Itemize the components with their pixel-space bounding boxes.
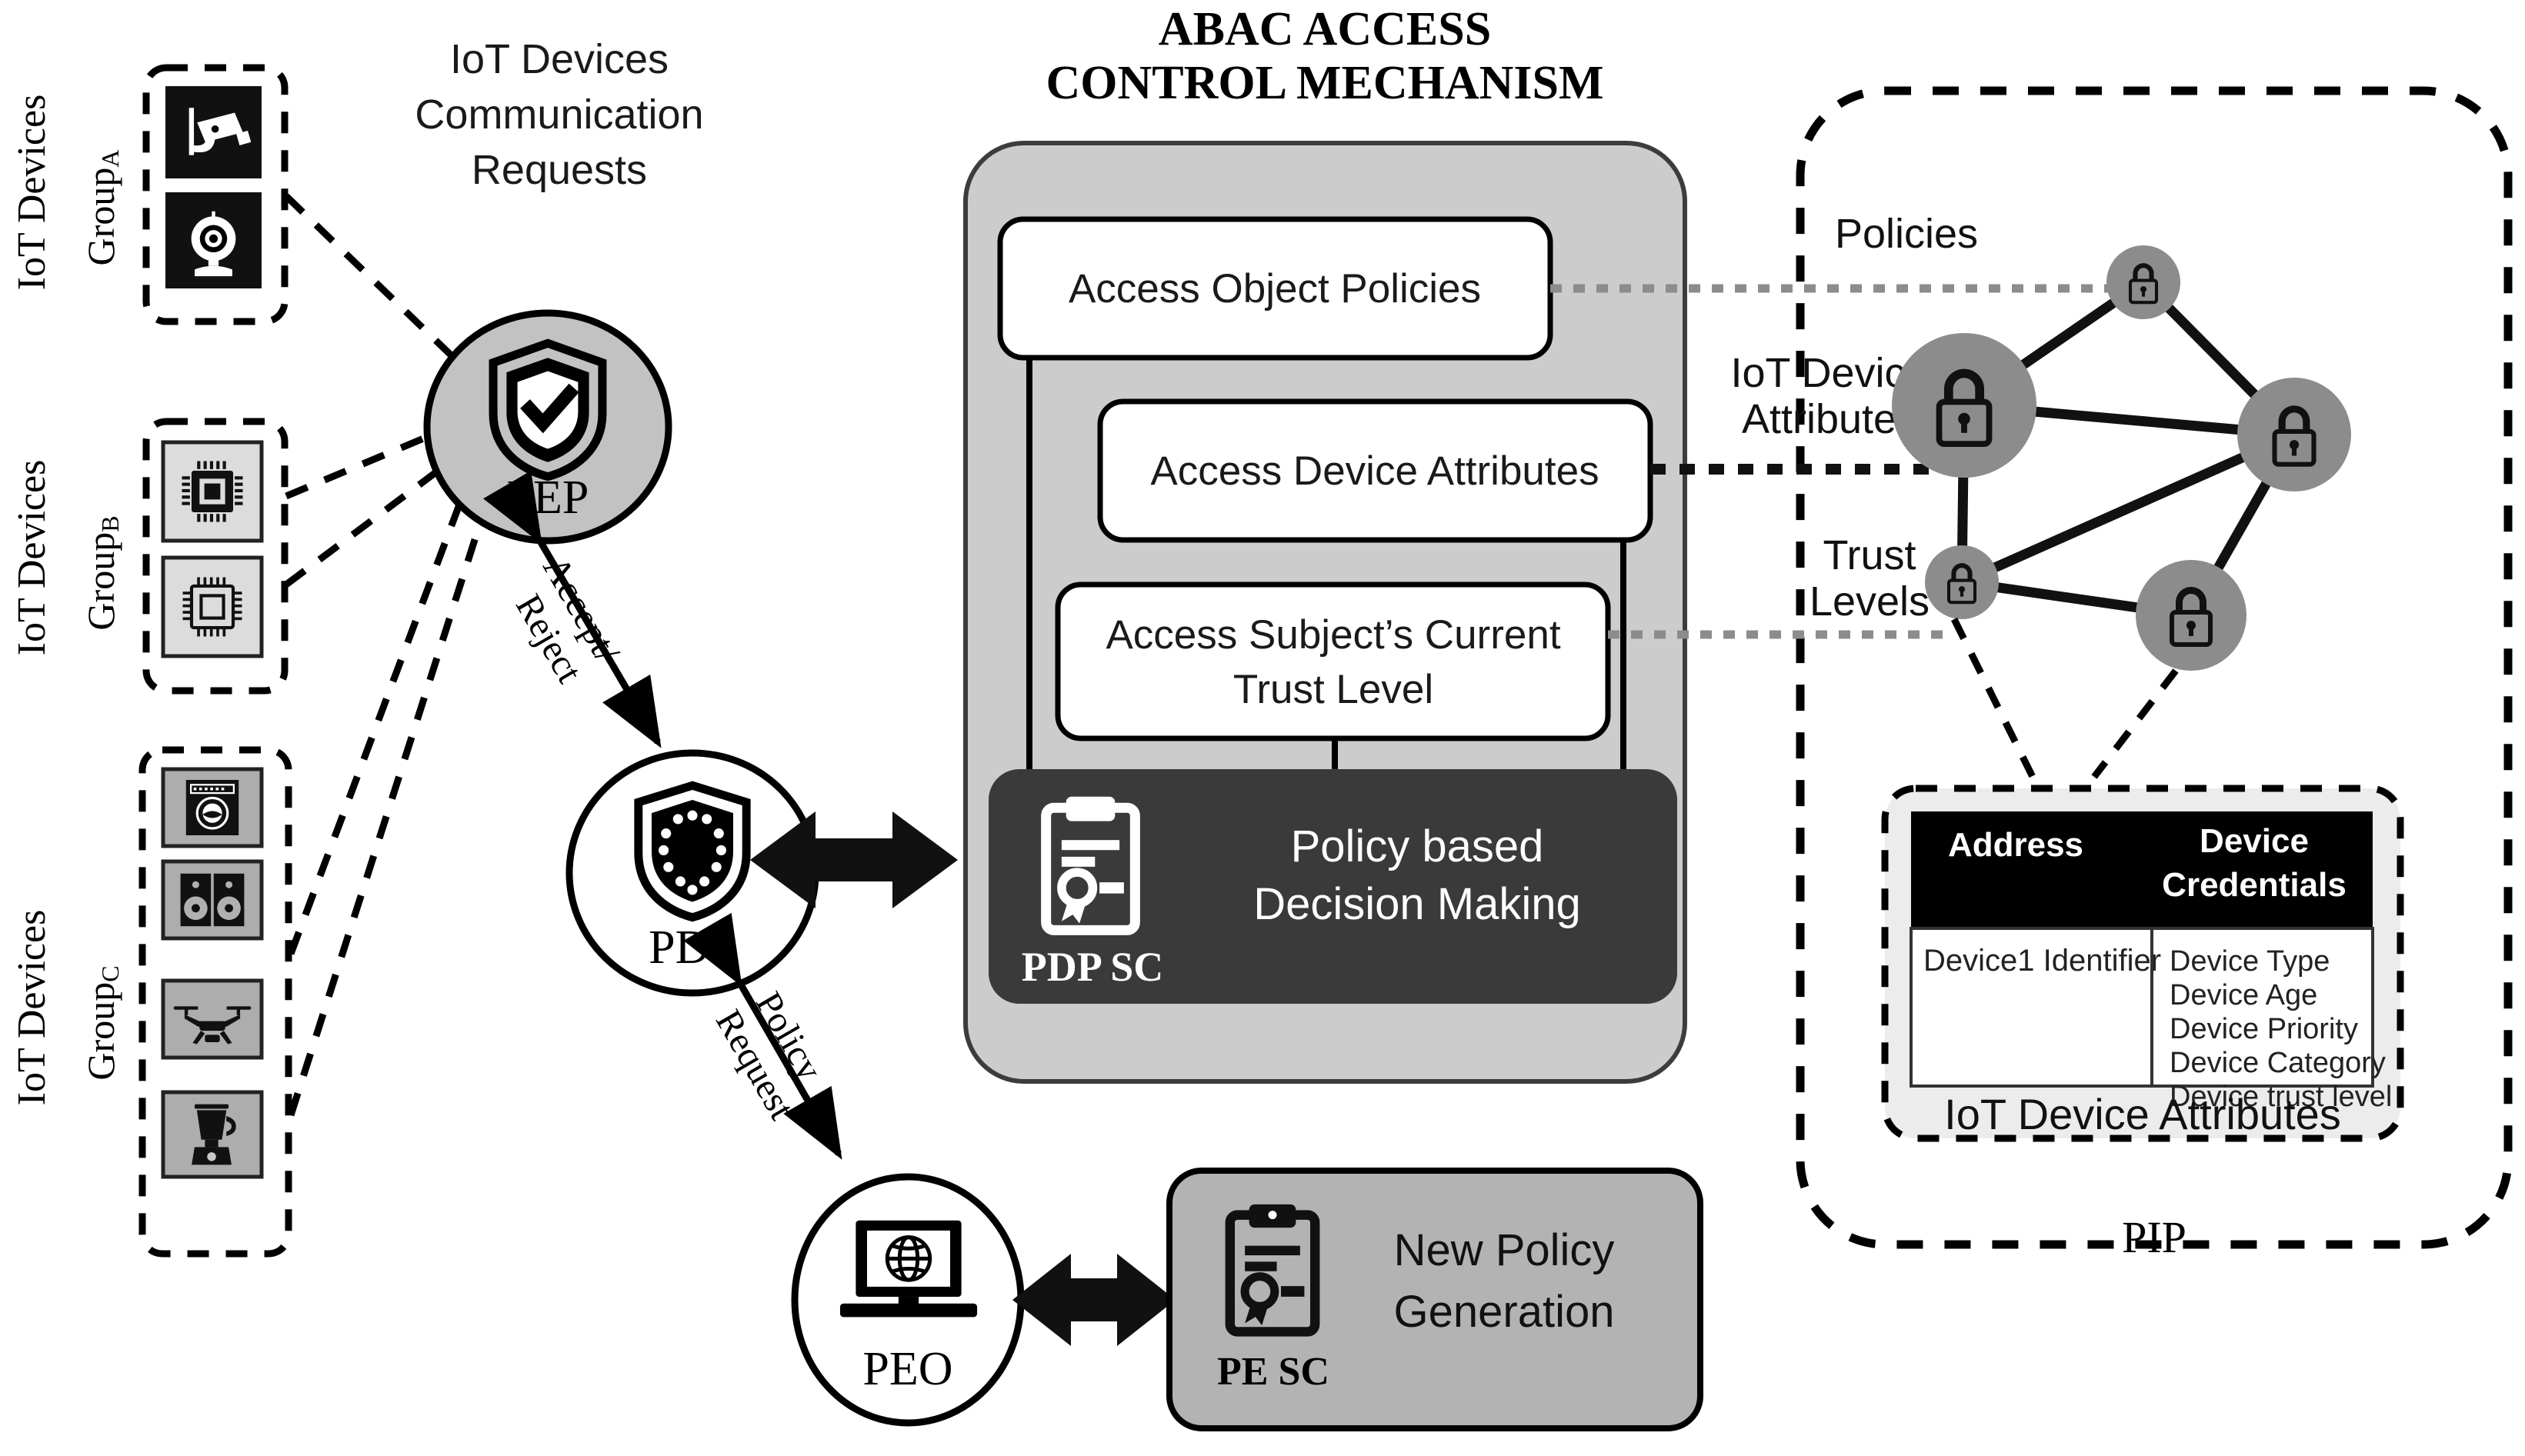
requests-label-line3: Requests	[472, 147, 647, 193]
group-a-dashed-boundary	[142, 64, 289, 325]
group-b-axis-label: IoT Devices	[10, 460, 54, 656]
dashed-link-n4-panel	[1950, 617, 2036, 779]
device-tile-chip-light[interactable]	[161, 555, 264, 658]
attributes-panel-caption: IoT Device Attributes	[1944, 1090, 2341, 1138]
label-policies: Policies	[1835, 211, 1978, 257]
group-a-label: GroupA	[79, 150, 124, 266]
accept-reject-arrow	[483, 470, 662, 748]
pep-node[interactable]: PEP	[423, 309, 672, 545]
lock-node-5-circle[interactable]	[2136, 560, 2246, 671]
pdp-to-pdpsc-arrow	[750, 811, 958, 908]
connector-group-c-pep	[287, 456, 481, 955]
attributes-cell-credential-2: Device Priority	[2170, 1013, 2358, 1045]
device-tile-drone[interactable]	[161, 978, 264, 1060]
box-access-object-policies-label: Access Object Policies	[1069, 266, 1481, 312]
attributes-cell-credential-4: Device trust level	[2170, 1081, 2392, 1113]
attributes-column-header-credentials-line2: Credentials	[2162, 866, 2347, 904]
group-c-dashed-boundary	[138, 746, 292, 1258]
attributes-table-body	[1910, 927, 2374, 1088]
group-c-axis-label: IoT Devices	[10, 910, 54, 1106]
attributes-column-header-address: Address	[1948, 826, 2083, 864]
network-to-attributes-connectors	[1950, 617, 2179, 779]
lock-node-5[interactable]	[2136, 560, 2246, 671]
pdp-sc-tag: PDP SC	[1022, 944, 1164, 990]
device-group-a: IoT Devices GroupA	[10, 64, 289, 325]
lock-node-3[interactable]	[2237, 378, 2351, 491]
group-to-pep-connectors	[283, 193, 496, 1117]
pdp-sc-title-line1: Policy based	[1291, 821, 1544, 871]
device-group-c: IoT Devices GroupC	[10, 746, 292, 1258]
lock-node-4[interactable]	[1925, 545, 1999, 619]
pe-sc-tag: PE SC	[1217, 1350, 1329, 1394]
box-access-trust-level[interactable]	[1055, 581, 1611, 741]
group-c-label: GroupC	[79, 965, 124, 1080]
attributes-cell-credential-0: Device Type	[2170, 945, 2330, 978]
dashed-link-n5-panel	[2091, 668, 2179, 779]
peo-to-pesc-arrow	[1012, 1254, 1176, 1346]
lock-node-2-circle[interactable]	[1892, 333, 2036, 478]
device-group-b: IoT Devices GroupB	[10, 418, 289, 695]
group-a-axis-label: IoT Devices	[10, 95, 54, 291]
attributes-table-header	[1911, 811, 2373, 928]
pip-dashed-boundary	[1796, 86, 2513, 1249]
policy-request-edge: Policy Request	[683, 912, 842, 1160]
peo-node[interactable]: PEO	[791, 1173, 1025, 1427]
lock-node-4-circle[interactable]	[1925, 545, 1999, 619]
washing-machine-icon	[185, 778, 240, 837]
lock-node-3-circle[interactable]	[2237, 378, 2351, 491]
accept-reject-edge: Accept/ Reject	[483, 470, 662, 748]
group-b-dashed-boundary	[142, 418, 289, 695]
lock-node-1-circle[interactable]	[2106, 245, 2180, 319]
requests-label: IoT Devices Communication Requests	[415, 36, 703, 193]
connector-group-c2-pep	[287, 483, 496, 1117]
attributes-column-header-credentials-line1: Device	[2200, 822, 2309, 860]
pdp-sc-title-line2: Decision Making	[1253, 879, 1581, 929]
connector-group-b-pep	[285, 415, 471, 500]
lock-edge-n4-n3	[1960, 430, 2297, 587]
group-b-label: GroupB	[79, 515, 124, 630]
attributes-cell-credential-1: Device Age	[2170, 979, 2317, 1011]
label-trust-levels-line2: Levels	[1810, 578, 1930, 625]
label-trust-levels-line1: Trust	[1823, 532, 1916, 578]
requests-label-line1: IoT Devices	[450, 36, 669, 82]
label-device-attributes-line2: Attributes	[1742, 396, 1917, 442]
bidirectional-arrow-peo	[1012, 1254, 1176, 1346]
box-access-trust-level-label-line2: Trust Level	[1233, 667, 1433, 712]
attributes-cell-credential-3: Device Category	[2170, 1047, 2386, 1079]
peo-label: PEO	[862, 1343, 952, 1395]
pip-label: PIP	[2122, 1212, 2186, 1262]
diagram-title-line2: CONTROL MECHANISM	[1046, 57, 1603, 109]
pdp-label: PDP	[649, 921, 736, 974]
attributes-cell-address: Device1 Identifier	[1923, 944, 2161, 978]
lock-node-1[interactable]	[2106, 245, 2180, 319]
lock-network-nodes	[1892, 245, 2351, 671]
iot-device-attributes-panel: Address Device Credentials Device1 Ident…	[1881, 785, 2404, 1142]
box-access-trust-level-label-line1: Access Subject’s Current	[1106, 612, 1560, 658]
pe-sc-title-line1: New Policy	[1394, 1225, 1615, 1275]
pep-label: PEP	[507, 471, 589, 524]
pdp-sc-card[interactable]	[989, 769, 1677, 1004]
diagram-title-line1: ABAC ACCESS	[1159, 3, 1491, 55]
box-access-device-attributes-label: Access Device Attributes	[1150, 448, 1599, 494]
bidirectional-arrow-pdp	[750, 811, 958, 908]
lock-node-2[interactable]	[1892, 333, 2036, 478]
connector-group-a-pep	[283, 193, 465, 368]
device-tile-speakers[interactable]	[161, 859, 264, 941]
policy-request-arrow	[683, 912, 842, 1160]
pe-sc-card[interactable]	[1166, 1168, 1703, 1431]
requests-label-line2: Communication	[415, 92, 703, 138]
pe-sc-title-line2: Generation	[1394, 1287, 1615, 1337]
